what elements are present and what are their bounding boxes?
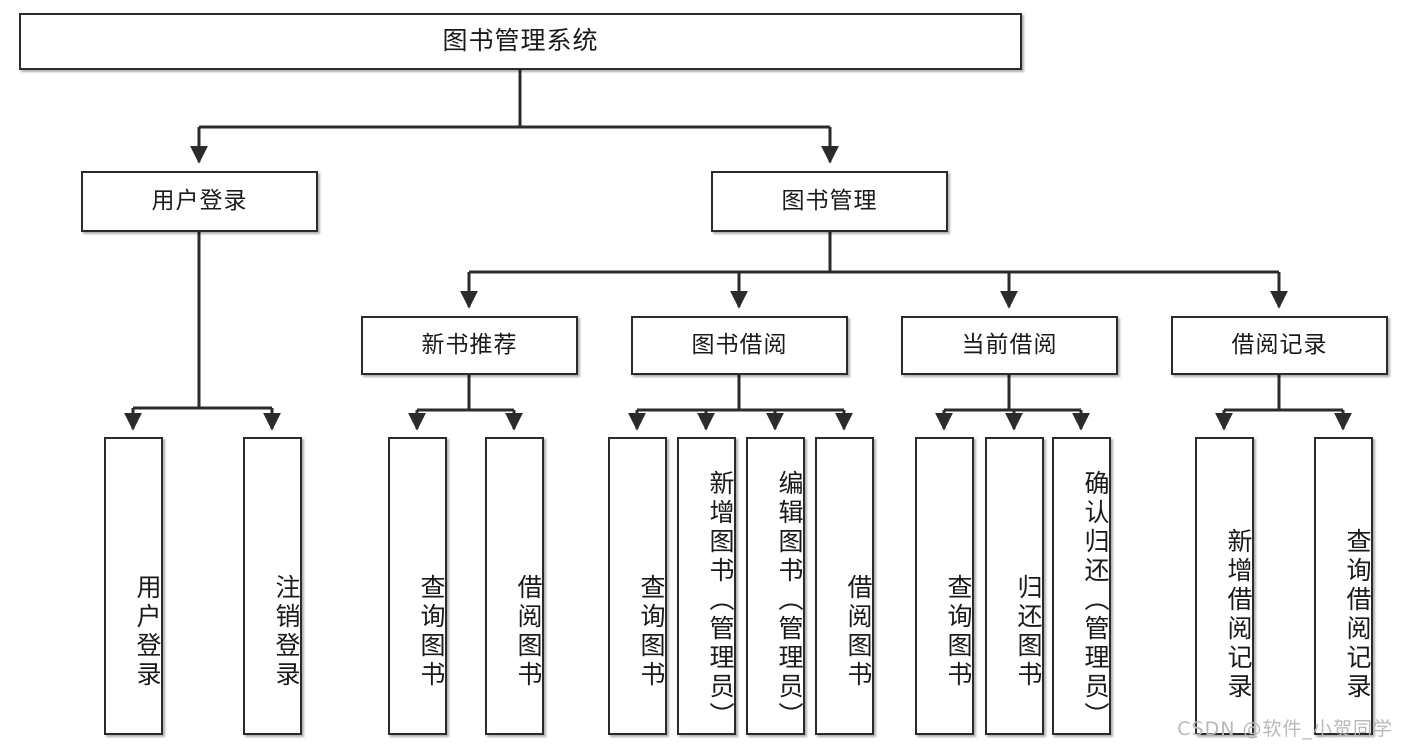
node-root-label: 图书管理系统 xyxy=(442,26,599,56)
leaf-return-book[interactable]: 归还图书 xyxy=(985,437,1044,735)
node-current-borrow-label: 当前借阅 xyxy=(961,332,1058,359)
node-borrow-record[interactable]: 借阅记录 xyxy=(1171,316,1388,375)
leaf-query-borrow-record[interactable]: 查询借阅记录 xyxy=(1314,437,1373,735)
node-book-borrow-label: 图书借阅 xyxy=(691,332,788,359)
leaf-query-book-borrow-label: 查询图书 xyxy=(637,574,666,690)
node-book-management-label: 图书管理 xyxy=(781,188,878,215)
leaf-borrow-book-label: 借阅图书 xyxy=(844,574,873,690)
node-book-management[interactable]: 图书管理 xyxy=(711,171,948,232)
leaf-query-book-recommend-label: 查询图书 xyxy=(417,574,446,690)
node-user-login[interactable]: 用户登录 xyxy=(81,171,318,232)
leaf-query-book-recommend[interactable]: 查询图书 xyxy=(388,437,447,735)
leaf-query-book-borrow[interactable]: 查询图书 xyxy=(608,437,667,735)
leaf-query-book-current-label: 查询图书 xyxy=(944,574,973,690)
leaf-logout-label: 注销登录 xyxy=(272,574,301,690)
node-borrow-record-label: 借阅记录 xyxy=(1231,332,1328,359)
leaf-query-book-current[interactable]: 查询图书 xyxy=(915,437,974,735)
node-new-book-recommend-label: 新书推荐 xyxy=(421,332,518,359)
csdn-watermark: CSDN @软件_小贺同学 xyxy=(1177,718,1393,740)
node-user-login-label: 用户登录 xyxy=(151,188,248,215)
leaf-borrow-book-recommend-label: 借阅图书 xyxy=(514,574,543,690)
node-new-book-recommend[interactable]: 新书推荐 xyxy=(361,316,578,375)
leaf-confirm-return-admin-label: 确认归还（管理员） xyxy=(1081,469,1110,731)
leaf-add-book-admin[interactable]: 新增图书（管理员） xyxy=(677,437,736,735)
leaf-confirm-return-admin[interactable]: 确认归还（管理员） xyxy=(1052,437,1111,735)
node-current-borrow[interactable]: 当前借阅 xyxy=(901,316,1118,375)
leaf-return-book-label: 归还图书 xyxy=(1014,574,1043,690)
leaf-add-book-admin-label: 新增图书（管理员） xyxy=(706,469,735,731)
leaf-borrow-book[interactable]: 借阅图书 xyxy=(815,437,874,735)
leaf-edit-book-admin-label: 编辑图书（管理员） xyxy=(775,469,804,731)
node-root[interactable]: 图书管理系统 xyxy=(19,13,1022,70)
leaf-user-login-label: 用户登录 xyxy=(133,574,162,690)
node-book-borrow[interactable]: 图书借阅 xyxy=(631,316,848,375)
leaf-add-borrow-record[interactable]: 新增借阅记录 xyxy=(1195,437,1254,735)
leaf-query-borrow-record-label: 查询借阅记录 xyxy=(1343,528,1372,702)
leaf-user-login[interactable]: 用户登录 xyxy=(104,437,163,735)
leaf-logout[interactable]: 注销登录 xyxy=(243,437,302,735)
leaf-add-borrow-record-label: 新增借阅记录 xyxy=(1224,528,1253,702)
leaf-edit-book-admin[interactable]: 编辑图书（管理员） xyxy=(746,437,805,735)
leaf-borrow-book-recommend[interactable]: 借阅图书 xyxy=(485,437,544,735)
